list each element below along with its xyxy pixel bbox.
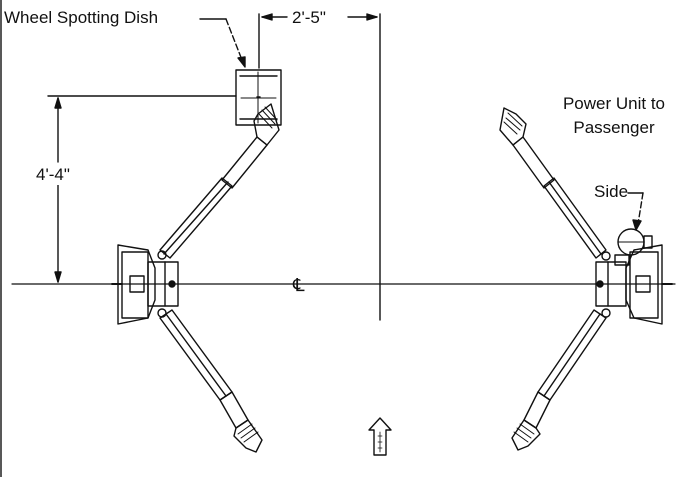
wheel-spotting-dish	[235, 69, 282, 126]
power-unit-label-line2: Passenger	[573, 118, 655, 137]
dish-leader-line	[199, 18, 246, 68]
left-upper-arm	[159, 103, 280, 259]
vertical-dimension	[47, 95, 237, 283]
vertical-dimension-label: 4'-4"	[34, 165, 72, 185]
centerline-symbol: ℄	[292, 275, 305, 295]
wheel-spotting-dish-label: Wheel Spotting Dish	[4, 8, 159, 27]
power-unit-leader-line	[627, 192, 644, 231]
left-lower-arm	[159, 309, 263, 453]
power-unit	[614, 228, 653, 266]
power-unit-label-line3: Side	[594, 182, 629, 201]
horizontal-dimension-label: 2'-5"	[292, 8, 326, 27]
approach-arrow-icon	[368, 417, 392, 456]
power-unit-label-line1: Power Unit to	[562, 94, 666, 113]
right-upper-arm	[499, 107, 607, 259]
right-lift-column	[595, 244, 673, 325]
right-lower-arm	[511, 309, 607, 451]
horizontal-dimension	[258, 13, 381, 321]
